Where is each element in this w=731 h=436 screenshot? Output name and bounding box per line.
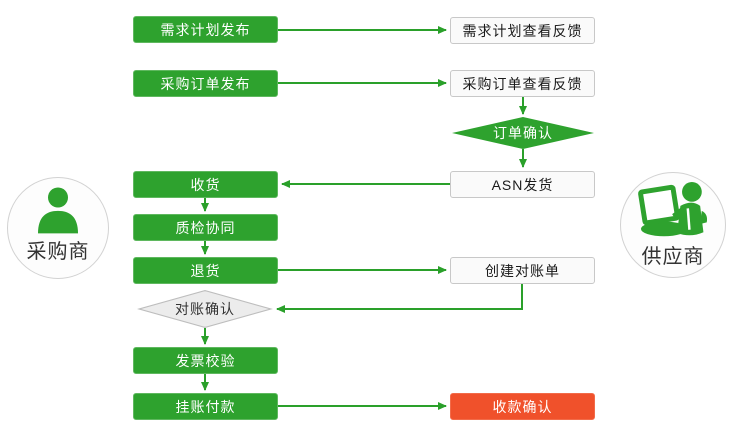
node-label: 采购订单发布 [160,75,251,92]
node-po-feedback: 采购订单查看反馈 [450,70,595,97]
buyer-person-icon [33,186,83,234]
actor-supplier: 供应商 [620,172,726,278]
node-demand-plan-feedback: 需求计划查看反馈 [450,17,595,44]
node-label: 退货 [190,262,221,279]
node-asn-ship: ASN发货 [450,171,595,198]
node-receive-goods: 收货 [133,171,278,198]
edge-statement-to-recon-confirm [276,284,523,313]
node-label: 挂账付款 [175,398,236,415]
node-label: 需求计划查看反馈 [462,22,583,39]
node-pending-payment: 挂账付款 [133,393,278,420]
node-label: 采购订单查看反馈 [462,75,583,92]
node-order-confirm-decision: 订单确认 [452,117,594,149]
node-po-publish: 采购订单发布 [133,70,278,97]
node-payment-confirm: 收款确认 [450,393,595,420]
actor-buyer: 采购商 [7,177,109,279]
supplier-person-laptop-icon [636,181,710,239]
node-statement-confirm-decision: 对账确认 [137,290,273,328]
node-label: 需求计划发布 [160,21,251,38]
node-label: 订单确认 [493,125,553,141]
node-label: 创建对账单 [485,262,560,279]
node-label: 质检协同 [175,219,236,236]
node-return-goods: 退货 [133,257,278,284]
node-label: 收款确认 [492,398,553,415]
node-demand-plan-publish: 需求计划发布 [133,16,278,43]
node-invoice-check: 发票校验 [133,347,278,374]
node-create-statement: 创建对账单 [450,257,595,284]
actor-supplier-label: 供应商 [641,246,705,268]
node-quality-collab: 质检协同 [133,214,278,241]
actor-buyer-label: 采购商 [26,241,90,263]
node-label: ASN发货 [491,176,554,193]
node-label: 对账确认 [175,301,235,317]
node-label: 收货 [190,176,221,193]
node-label: 发票校验 [175,352,236,369]
